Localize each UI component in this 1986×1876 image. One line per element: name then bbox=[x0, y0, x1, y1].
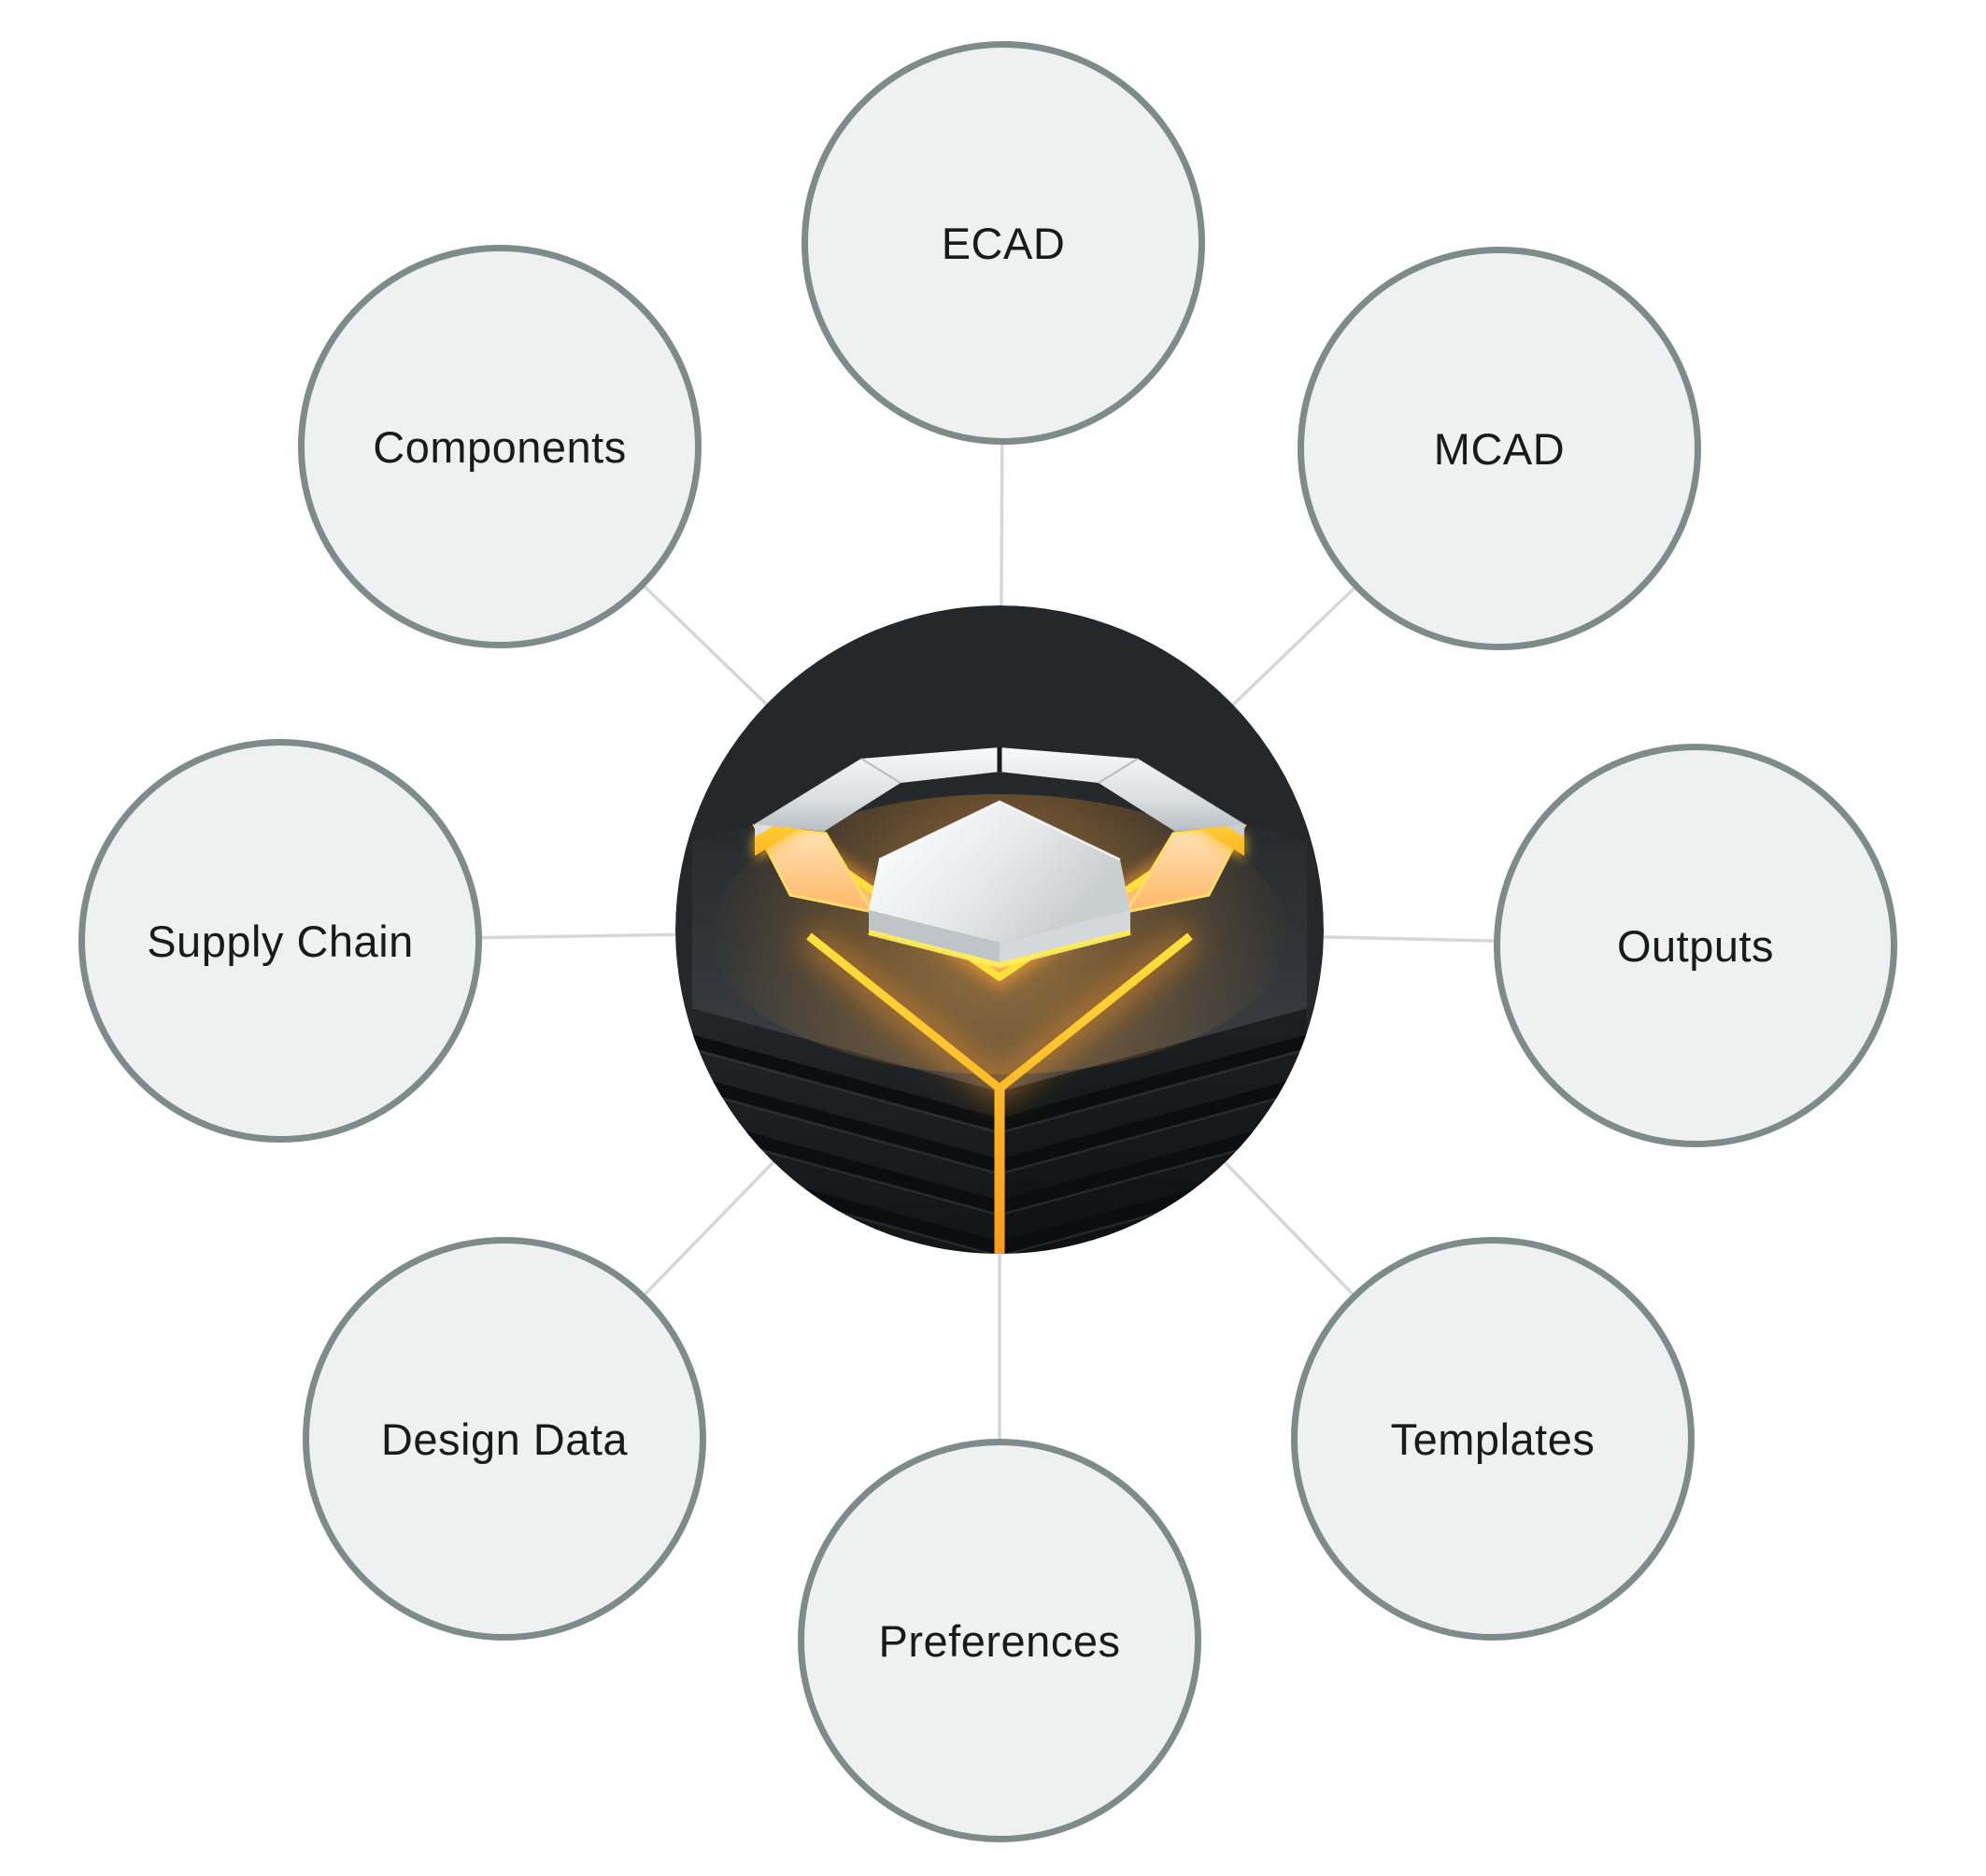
node-preferences-label: Preferences bbox=[878, 1615, 1121, 1666]
node-supply-chain: Supply Chain bbox=[78, 739, 482, 1143]
node-templates: Templates bbox=[1291, 1237, 1695, 1641]
node-ecad-label: ECAD bbox=[941, 218, 1066, 268]
node-templates-label: Templates bbox=[1390, 1414, 1596, 1464]
node-supply-chain-label: Supply Chain bbox=[147, 916, 414, 966]
node-outputs: Outputs bbox=[1494, 744, 1897, 1147]
node-design-data: Design Data bbox=[303, 1237, 706, 1641]
stack-face-left bbox=[691, 1008, 1000, 1254]
silver-ring-plate bbox=[755, 747, 1244, 831]
stack-face-right bbox=[1000, 1008, 1308, 1254]
node-mcad-label: MCAD bbox=[1433, 423, 1566, 474]
node-outputs-label: Outputs bbox=[1616, 920, 1775, 971]
node-design-data-label: Design Data bbox=[380, 1414, 629, 1464]
node-preferences: Preferences bbox=[798, 1439, 1201, 1842]
glow-seam bbox=[801, 926, 1199, 1254]
center-hexagon bbox=[868, 800, 1131, 969]
node-components-label: Components bbox=[373, 421, 627, 472]
node-components: Components bbox=[298, 245, 702, 648]
node-ecad: ECAD bbox=[801, 41, 1205, 445]
center-illustration bbox=[675, 605, 1324, 1254]
node-mcad: MCAD bbox=[1298, 247, 1701, 650]
